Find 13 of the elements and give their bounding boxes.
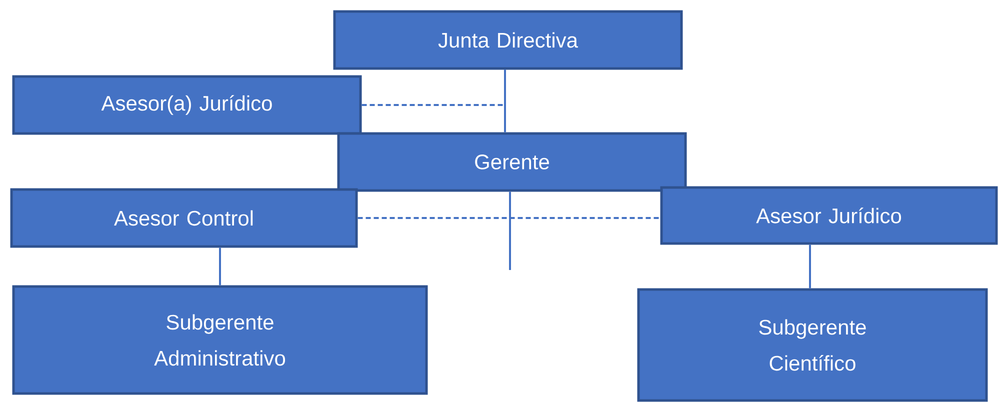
connector-line xyxy=(358,217,660,219)
connector-line xyxy=(809,244,811,288)
connector-line xyxy=(219,248,221,286)
org-box: Subgerente Científico xyxy=(637,288,988,402)
org-box: Asesor Jurídico xyxy=(660,186,998,245)
org-box: Asesor(a) Jurídico xyxy=(12,75,362,135)
org-box: Gerente xyxy=(337,132,687,192)
connector-line xyxy=(362,70,506,106)
org-box: Subgerente Administrativo xyxy=(12,285,428,395)
connector-line xyxy=(509,192,511,270)
connector-line xyxy=(504,70,506,132)
org-box: Junta Directiva xyxy=(333,10,683,70)
org-box: Asesor Control xyxy=(10,188,358,248)
